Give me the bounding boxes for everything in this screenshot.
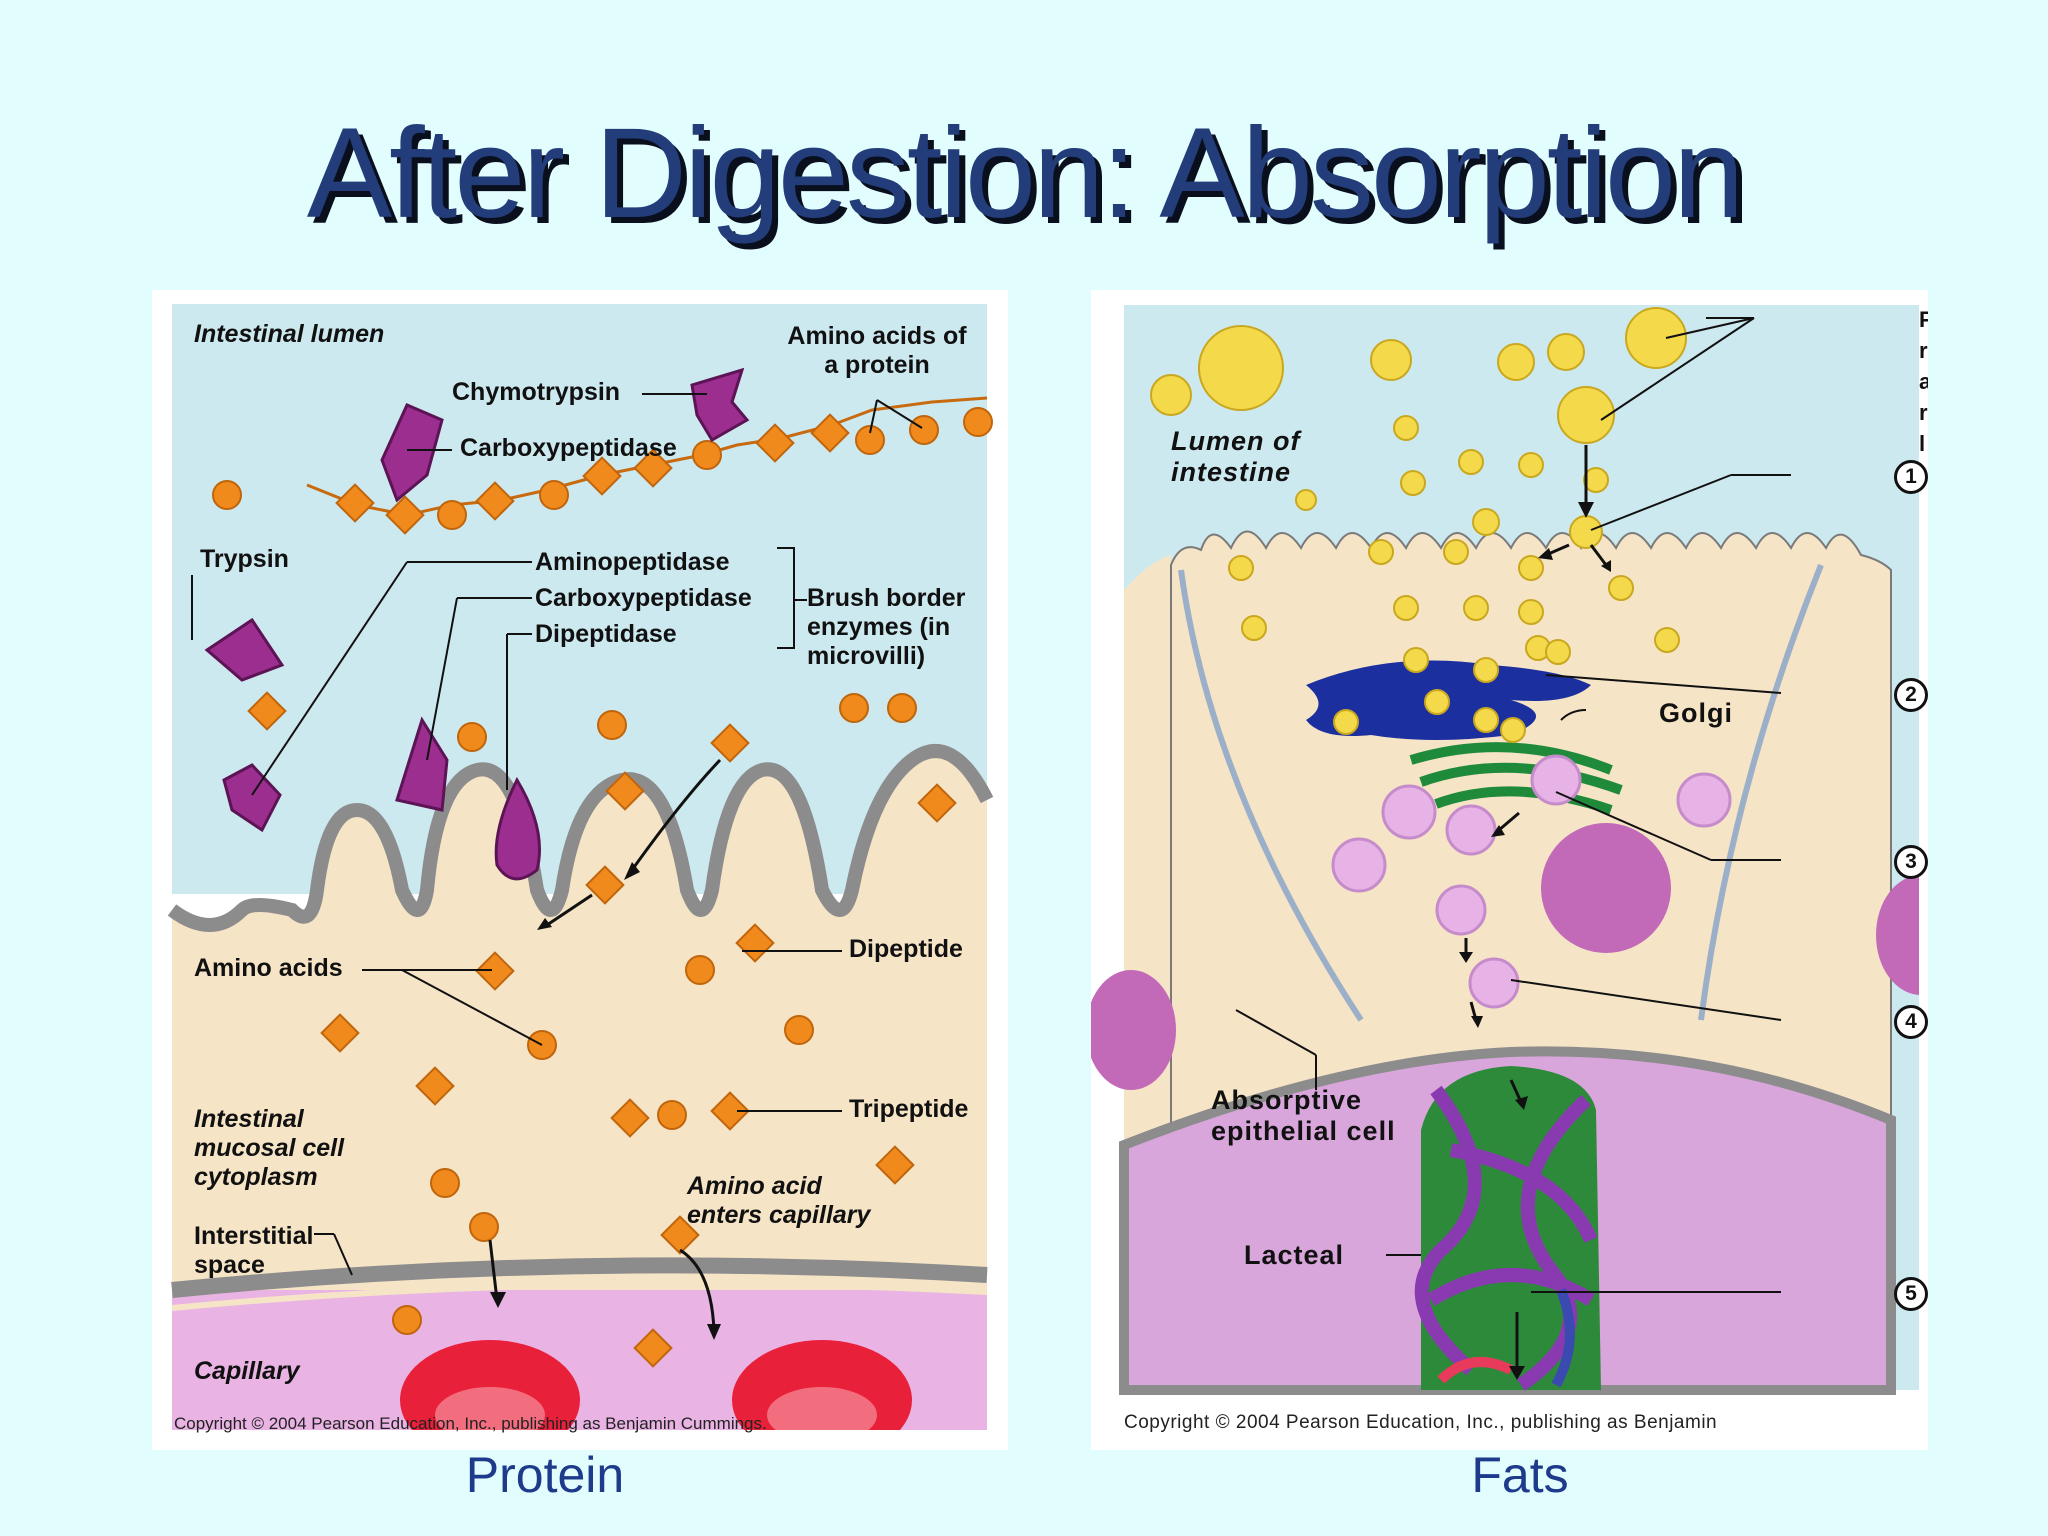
step-marker-4: 4 xyxy=(1894,1005,1928,1039)
label-trypsin: Trypsin xyxy=(200,545,289,574)
label-mucosal-cell-cytoplasm: Intestinal mucosal cell cytoplasm xyxy=(194,1105,384,1191)
label-lumen-of-intestine: Lumen of intestine xyxy=(1171,426,1371,488)
label-chymotrypsin: Chymotrypsin xyxy=(452,378,620,407)
label-dipeptidase: Dipeptidase xyxy=(535,620,677,649)
label-carboxypeptidase-top: Carboxypeptidase xyxy=(460,434,677,463)
step-marker-1: 1 xyxy=(1894,460,1928,494)
step-marker-3: 3 xyxy=(1894,845,1928,879)
label-intestinal-lumen: Intestinal lumen xyxy=(194,320,384,349)
label-capillary: Capillary xyxy=(194,1357,300,1386)
label-aminopeptidase: Aminopeptidase xyxy=(535,548,729,577)
label-carboxypeptidase: Carboxypeptidase xyxy=(535,584,752,613)
label-absorptive-epithelial-cell: Absorptive epithelial cell xyxy=(1211,1085,1421,1147)
label-amino-acids: Amino acids xyxy=(194,954,343,983)
label-amino-acid-enters-capillary: Amino acid enters capillary xyxy=(687,1172,892,1230)
fats-diagram-panel: Lumen of intestine Golgi Absorptive epit… xyxy=(1091,290,1928,1450)
step-marker-2: 2 xyxy=(1894,678,1928,712)
label-golgi: Golgi xyxy=(1659,698,1733,729)
slide-title: After Digestion: Absorption xyxy=(0,100,2048,247)
protein-diagram-panel: Intestinal lumen Amino acids of a protei… xyxy=(152,290,1008,1450)
label-amino-acids-of-protein: Amino acids of a protein xyxy=(777,322,977,380)
caption-protein: Protein xyxy=(430,1446,660,1504)
label-cut-off-text: F r a r l xyxy=(1919,304,1928,459)
label-lacteal: Lacteal xyxy=(1244,1240,1344,1271)
label-brush-border-enzymes: Brush border enzymes (in microvilli) xyxy=(807,584,1002,670)
nucleus xyxy=(1541,823,1671,953)
label-dipeptide: Dipeptide xyxy=(849,935,963,964)
caption-fats: Fats xyxy=(1410,1446,1630,1504)
label-tripeptide: Tripeptide xyxy=(849,1095,968,1124)
step-marker-5: 5 xyxy=(1894,1277,1928,1311)
label-interstitial-space: Interstitial space xyxy=(194,1222,334,1280)
protein-copyright: Copyright © 2004 Pearson Education, Inc.… xyxy=(174,1414,767,1434)
fats-copyright: Copyright © 2004 Pearson Education, Inc.… xyxy=(1124,1412,1924,1434)
